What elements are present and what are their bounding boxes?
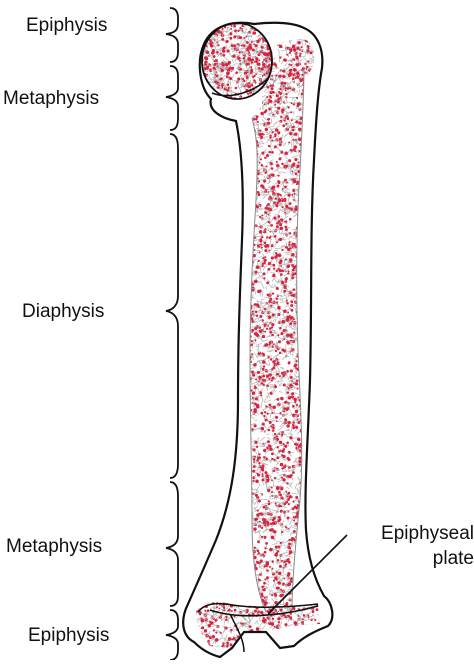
humeral-head-outline (202, 23, 272, 99)
bracket-metaphysis-bottom (166, 482, 178, 606)
bracket-epiphysis-bottom (166, 610, 178, 660)
bracket-epiphysis-top (166, 8, 178, 62)
label-epiphyseal-plate-line2: plate (381, 546, 474, 571)
bracket-diaphysis (166, 134, 178, 478)
label-epiphyseal-plate: Epiphyseal plate (381, 521, 474, 571)
bracket-metaphysis-top (166, 66, 178, 130)
label-epiphysis-bottom: Epiphysis (28, 625, 109, 647)
label-epiphyseal-plate-line1: Epiphyseal (381, 521, 474, 546)
label-epiphysis-top: Epiphysis (26, 15, 107, 37)
label-diaphysis: Diaphysis (22, 301, 104, 323)
label-metaphysis-bottom: Metaphysis (6, 536, 102, 558)
label-metaphysis-top: Metaphysis (3, 88, 99, 110)
spongy-bone-shaft (240, 65, 315, 621)
